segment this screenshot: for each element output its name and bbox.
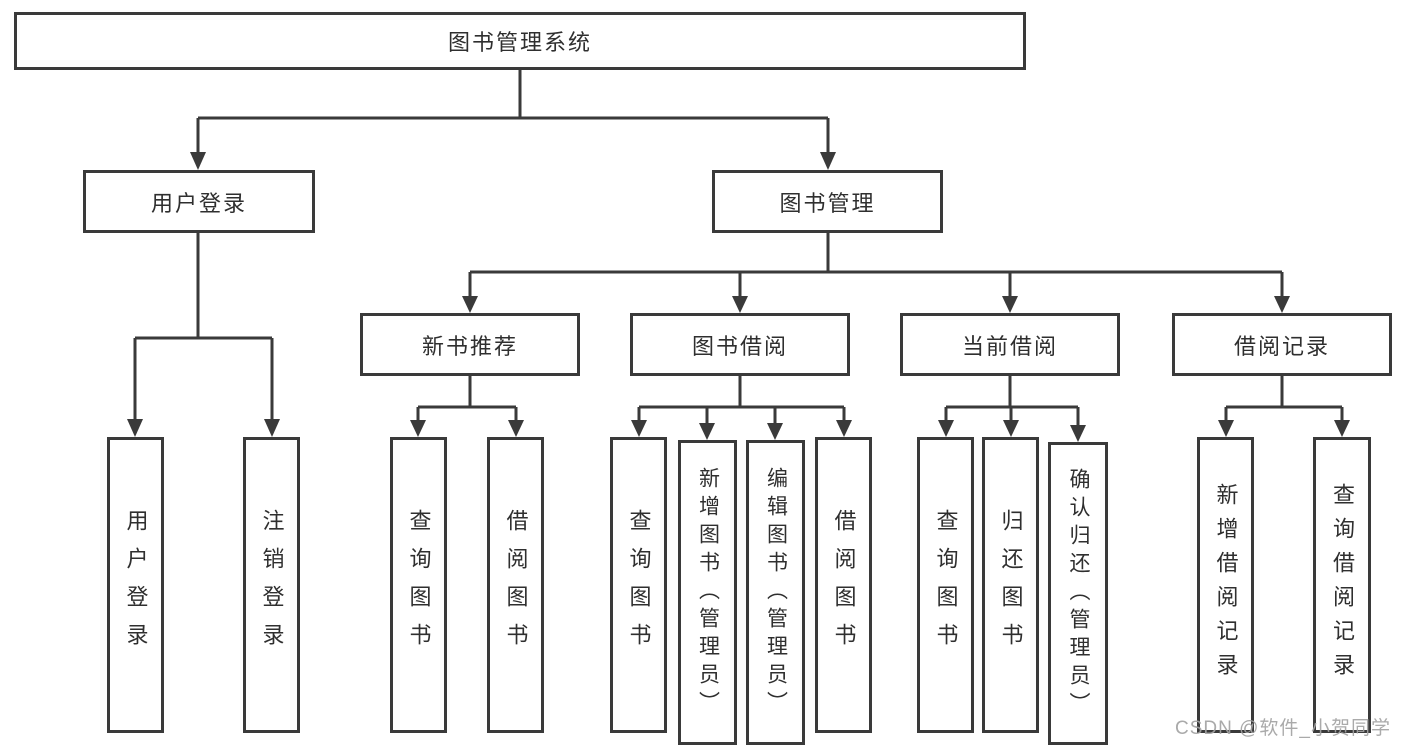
node-current-borrowing: 当前借阅 xyxy=(900,313,1120,376)
leaf-query-books-recommend: 查询图书 xyxy=(390,437,447,733)
leaf-add-borrow-record: 新增借阅记录 xyxy=(1197,437,1254,733)
leaf-return-books: 归还图书 xyxy=(982,437,1039,733)
leaf-borrow-books-borrowing: 借阅图书 xyxy=(815,437,872,733)
leaf-logout-login: 注销登录 xyxy=(243,437,300,733)
node-label: 图书借阅 xyxy=(691,333,788,359)
node-new-book-recommend: 新书推荐 xyxy=(360,313,580,376)
node-user-login: 用户登录 xyxy=(83,170,315,233)
node-label: 查询图书 xyxy=(933,509,959,661)
leaf-add-book-admin: 新增图书（管理员） xyxy=(678,440,737,745)
node-book-borrowing: 图书借阅 xyxy=(630,313,850,376)
node-label: 借阅记录 xyxy=(1233,333,1330,359)
node-label: 新增借阅记录 xyxy=(1213,483,1239,687)
node-label: 查询借阅记录 xyxy=(1330,483,1355,687)
node-label: 当前借阅 xyxy=(961,333,1058,359)
node-label: 用户登录 xyxy=(150,190,247,216)
leaf-query-books-current: 查询图书 xyxy=(917,437,974,733)
leaf-query-borrow-record: 查询借阅记录 xyxy=(1313,437,1371,733)
node-label: 查询图书 xyxy=(626,509,652,661)
leaf-confirm-return-admin: 确认归还（管理员） xyxy=(1048,442,1108,745)
node-label: 新书推荐 xyxy=(421,333,518,359)
node-label: 图书管理系统 xyxy=(447,30,592,55)
node-label: 查询图书 xyxy=(406,509,432,661)
node-label: 借阅图书 xyxy=(831,509,857,661)
node-label: 编辑图书（管理员） xyxy=(764,466,788,719)
node-label: 新增图书（管理员） xyxy=(696,466,720,719)
leaf-user-login: 用户登录 xyxy=(107,437,164,733)
leaf-query-books-borrowing: 查询图书 xyxy=(610,437,667,733)
node-label: 借阅图书 xyxy=(503,509,529,661)
node-borrow-records: 借阅记录 xyxy=(1172,313,1392,376)
node-label: 图书管理 xyxy=(779,190,876,216)
leaf-edit-book-admin: 编辑图书（管理员） xyxy=(746,440,805,745)
node-label: 注销登录 xyxy=(259,509,285,661)
node-book-management: 图书管理 xyxy=(712,170,943,233)
node-label: 归还图书 xyxy=(998,509,1024,661)
leaf-borrow-books-recommend: 借阅图书 xyxy=(487,437,544,733)
node-label: 用户登录 xyxy=(123,509,149,661)
csdn-watermark: CSDN @软件_小贺同学 xyxy=(1175,718,1391,739)
node-label: 确认归还（管理员） xyxy=(1067,467,1090,720)
node-root-library-system: 图书管理系统 xyxy=(14,12,1026,70)
